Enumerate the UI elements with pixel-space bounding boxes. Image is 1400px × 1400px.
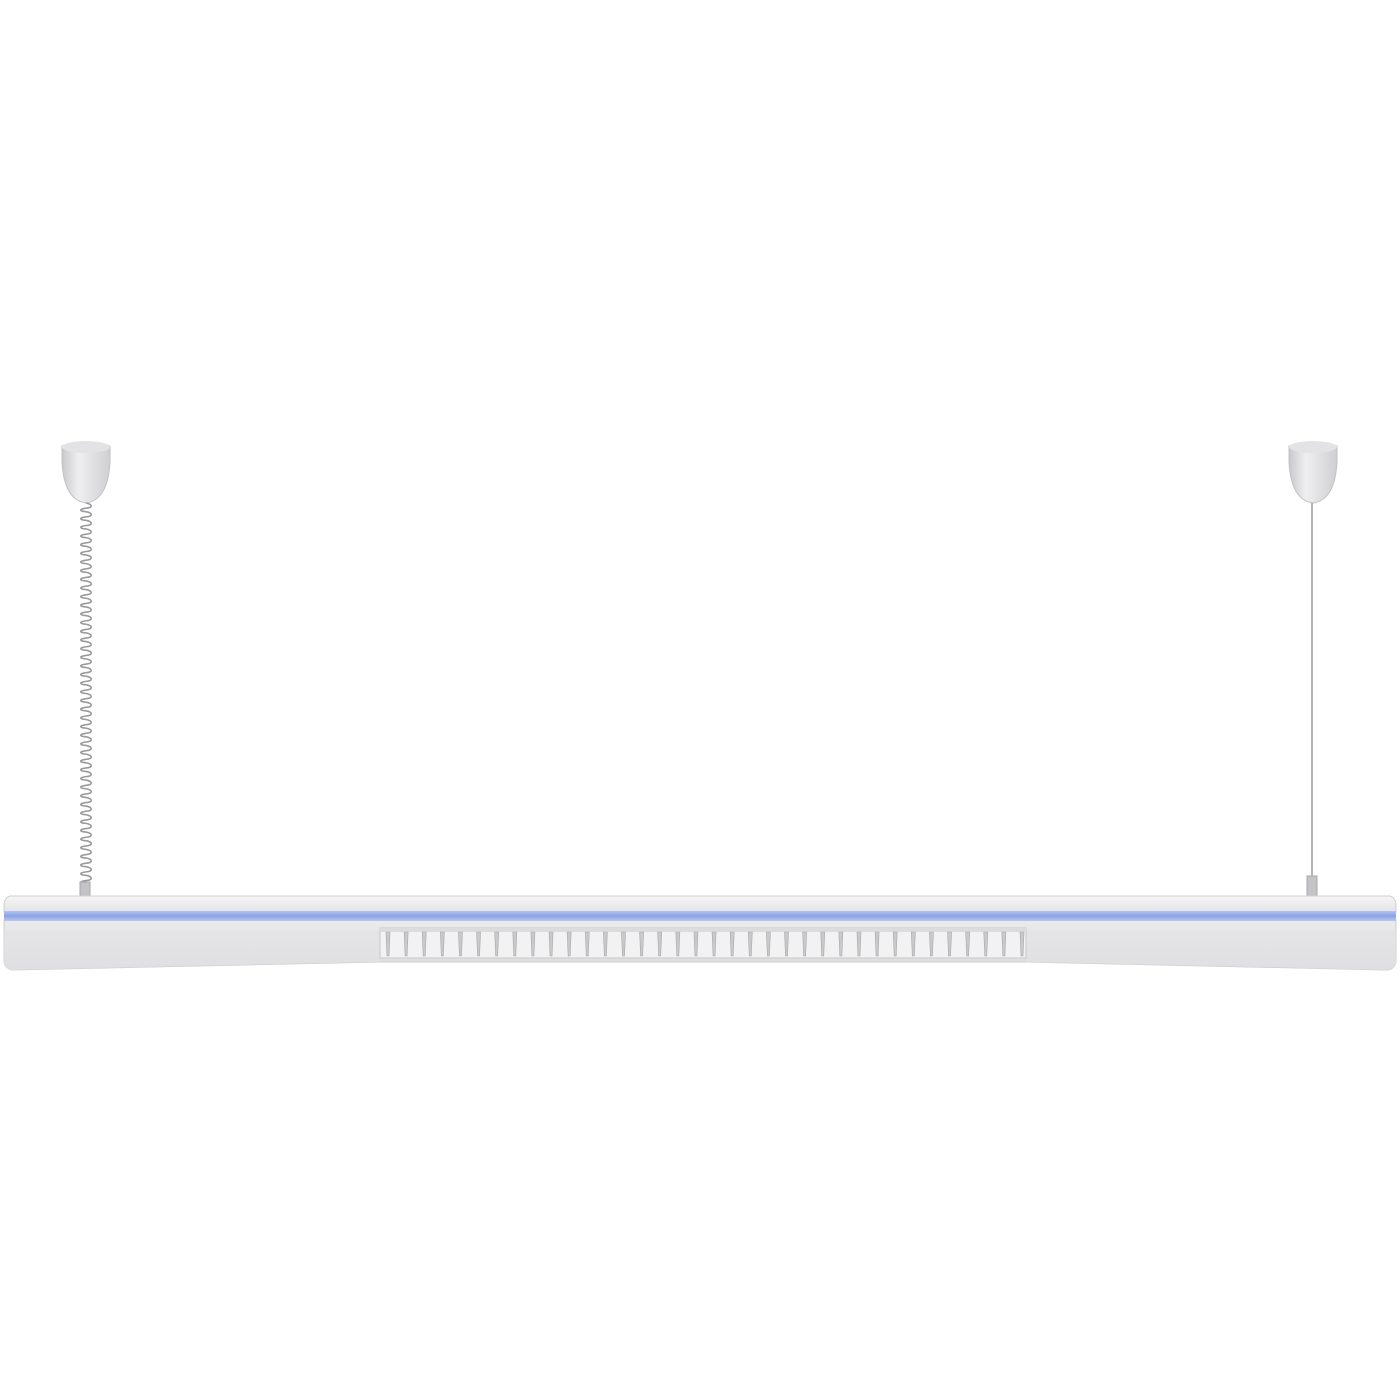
louver-blade <box>476 931 481 957</box>
louver-blade <box>874 931 880 957</box>
louver-blade <box>403 931 409 957</box>
louver-blade <box>766 931 771 957</box>
left-coiled-suspension-cable <box>79 502 93 885</box>
louver-blade <box>947 931 952 957</box>
louver-grille <box>379 927 1027 959</box>
louver-blade <box>1001 931 1007 957</box>
louver-blade <box>965 931 970 957</box>
right-suspension-wire <box>1306 503 1318 897</box>
louver-blade <box>621 931 626 957</box>
louver-blade <box>820 931 826 957</box>
louver-blade <box>584 931 590 957</box>
louver-blade <box>639 931 644 957</box>
left-cable-anchor <box>79 881 91 897</box>
louver-blade <box>747 931 753 957</box>
louver-blade <box>675 931 681 957</box>
louver-blade <box>983 931 989 957</box>
louver-blade <box>802 931 807 957</box>
louver-blade <box>385 931 391 957</box>
louver-blade <box>856 931 862 957</box>
left-ceiling-canopy <box>61 441 111 504</box>
louver-blade <box>784 931 789 957</box>
louver-blade <box>1019 931 1025 957</box>
louver-blade <box>693 931 699 957</box>
coiled-cable-path <box>79 502 93 885</box>
louver-blade <box>929 931 934 957</box>
louver-blade <box>440 931 445 957</box>
blue-accent-light-strip <box>4 911 1396 921</box>
louver-blade <box>458 931 463 957</box>
louver-blade <box>421 931 427 957</box>
louver-blade <box>512 931 518 957</box>
louver-blade <box>892 931 898 957</box>
right-ceiling-canopy <box>1288 441 1338 504</box>
louver-blade <box>530 931 536 957</box>
louver-blade <box>548 931 554 957</box>
louver-blade <box>603 931 608 957</box>
louver-blade <box>711 931 717 957</box>
louver-blade <box>911 931 916 957</box>
louver-blade <box>566 931 572 957</box>
louver-blade <box>657 931 663 957</box>
louver-blade <box>838 931 844 957</box>
louver-blade <box>729 931 735 957</box>
louver-blade <box>494 931 499 957</box>
